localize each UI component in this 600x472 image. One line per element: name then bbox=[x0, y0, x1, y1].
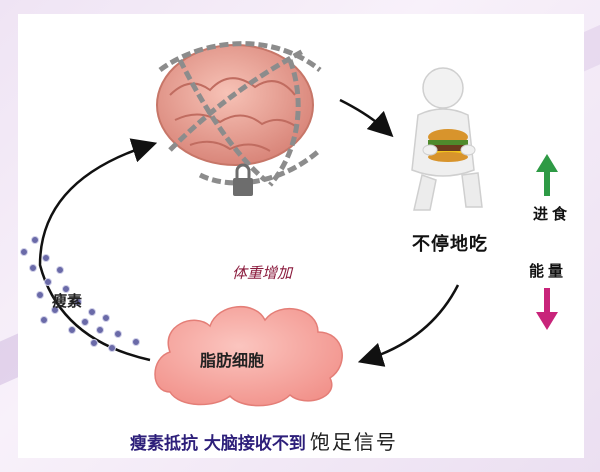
weight-gain-label: 体重增加 bbox=[232, 264, 293, 282]
person-eating-burger-icon bbox=[411, 67, 483, 211]
leptin-dots bbox=[20, 236, 140, 352]
down-arrow-icon bbox=[536, 288, 558, 330]
leptin-label: 瘦素 bbox=[52, 292, 83, 310]
brain-in-chains-icon bbox=[156, 41, 322, 196]
fat-cells-label: 脂肪细胞 bbox=[200, 351, 265, 370]
eating-nonstop-label: 不停地吃 bbox=[412, 234, 488, 255]
cycle-arrows bbox=[38, 98, 460, 367]
up-arrow-icon bbox=[536, 154, 558, 196]
caption-tail: 饱足信号 bbox=[309, 430, 398, 454]
intake-label: 进食 bbox=[533, 205, 572, 223]
caption-main: 瘦素抵抗 大脑接收不到 bbox=[130, 434, 306, 454]
caption: 瘦素抵抗 大脑接收不到饱足信号 bbox=[130, 426, 398, 455]
energy-label: 能量 bbox=[529, 262, 568, 280]
fat-cell-cloud bbox=[154, 306, 343, 407]
